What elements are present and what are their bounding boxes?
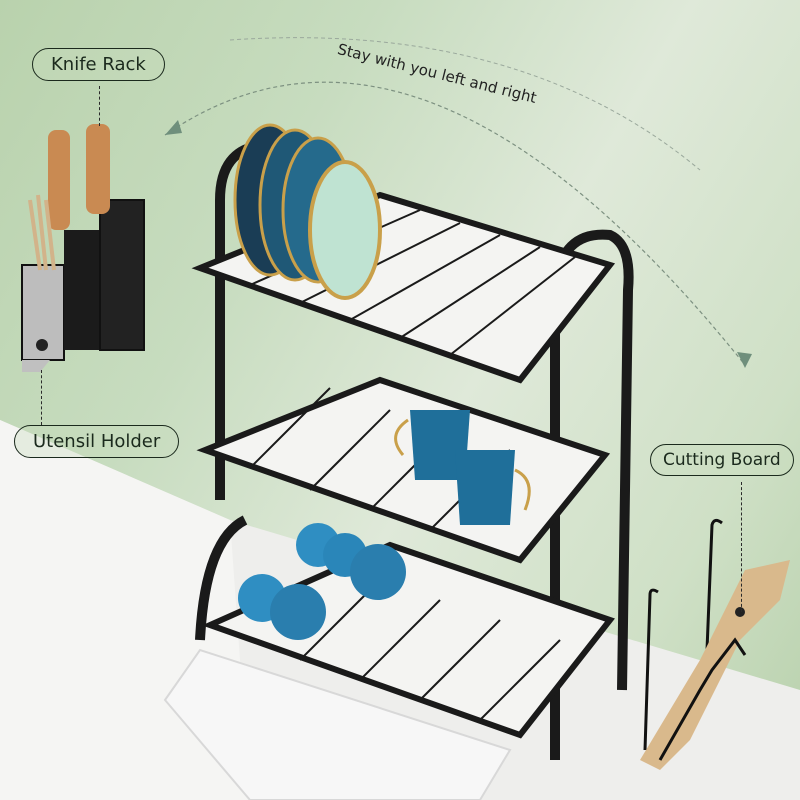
knife-rack-leader-line (99, 86, 100, 126)
rotation-arc (164, 81, 746, 366)
knife-rack-illustration (21, 124, 145, 372)
bowls (238, 523, 406, 640)
knife-rack-label: Knife Rack (32, 48, 165, 81)
cutting-board-holder-illustration (640, 518, 790, 770)
cutting-board-leader-line (741, 482, 742, 612)
utensil-holder-leader-line (41, 370, 42, 425)
cutting-board-label: Cutting Board (650, 444, 794, 476)
cups (394, 410, 531, 525)
utensil-holder-label: Utensil Holder (14, 425, 180, 458)
plates (233, 123, 382, 300)
